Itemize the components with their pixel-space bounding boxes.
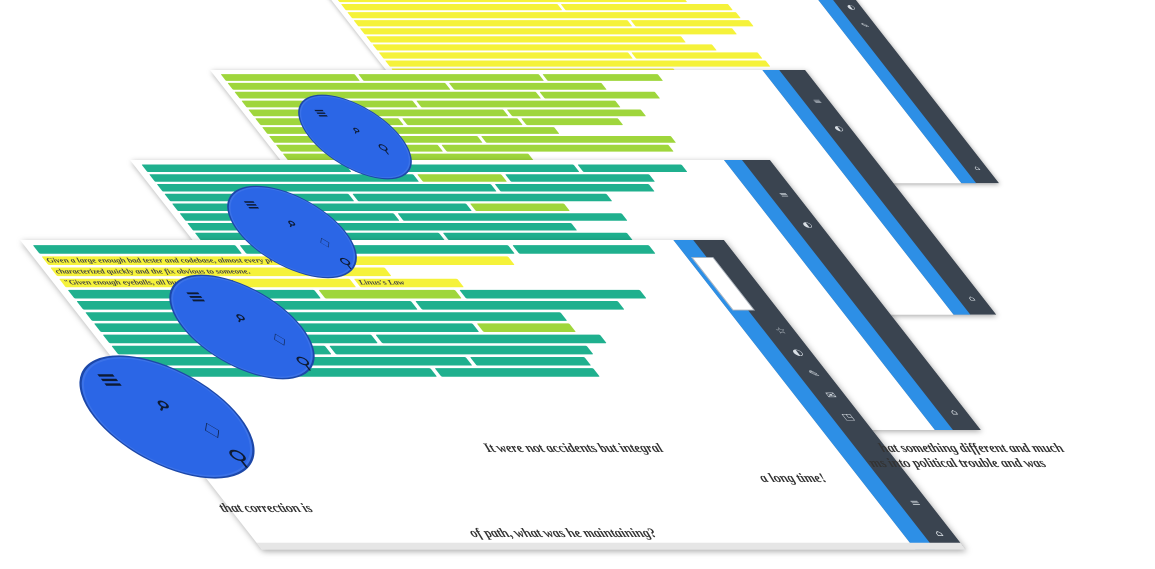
settings-icon[interactable]: ◐ xyxy=(800,220,816,229)
search-icon[interactable]: ⌕ xyxy=(146,392,180,417)
bottom-text-mid-1: It were not accidents but integral xyxy=(478,440,668,455)
filter-lines-icon[interactable]: ≡ xyxy=(89,368,130,393)
settings-icon[interactable]: ◐ xyxy=(844,4,858,11)
lightbulb-icon[interactable]: ♢ xyxy=(264,330,296,350)
filter-lines-icon[interactable]: ≡ xyxy=(180,286,211,306)
quote-attribution: Linus's Law xyxy=(353,278,464,288)
notes-icon[interactable]: ✎ xyxy=(859,22,872,30)
home-icon[interactable]: ⌂ xyxy=(931,528,947,539)
scroll-strip xyxy=(256,542,966,550)
lightbulb-icon[interactable]: ♢ xyxy=(312,236,339,252)
menu-icon[interactable]: ≡ xyxy=(776,190,792,199)
bottom-text-right-2: ms into political trouble and was xyxy=(863,455,1050,470)
link-icon[interactable]: ⚲ xyxy=(374,142,395,157)
search-icon[interactable]: ⌕ xyxy=(227,307,253,327)
bottom-text-left: that correction is xyxy=(213,500,317,515)
edit-icon[interactable]: ✎ xyxy=(806,369,824,380)
star-icon[interactable]: ☆ xyxy=(772,326,790,337)
menu-icon[interactable]: ≡ xyxy=(907,498,924,509)
filter-lines-icon[interactable]: ≡ xyxy=(239,197,265,213)
search-icon[interactable]: ⌕ xyxy=(281,215,302,231)
copy-icon[interactable]: ◳ xyxy=(839,412,858,423)
menu-icon[interactable]: ≡ xyxy=(810,97,825,106)
settings-icon[interactable]: ◐ xyxy=(789,348,807,358)
home-icon[interactable]: ⌂ xyxy=(971,165,983,173)
home-icon[interactable]: ⌂ xyxy=(965,295,978,303)
mail-icon[interactable]: ✉ xyxy=(823,391,840,401)
share-icon[interactable]: ⚲ xyxy=(221,446,259,471)
share-icon[interactable]: ⚲ xyxy=(290,353,319,373)
bottom-text-right-1: hat something different and much xyxy=(873,440,1068,455)
filter-lines-icon[interactable]: ≡ xyxy=(310,106,333,121)
settings-icon[interactable]: ◐ xyxy=(832,125,847,133)
home-icon[interactable]: ⌂ xyxy=(947,408,961,417)
lightbulb-icon[interactable]: ♢ xyxy=(192,419,234,444)
share-icon[interactable]: ⚲ xyxy=(335,256,359,271)
bottom-text-mid-2: of path, what was he maintaining? xyxy=(463,525,662,540)
search-icon[interactable]: ⌕ xyxy=(347,123,366,137)
tab-word: a long time! xyxy=(753,470,831,485)
